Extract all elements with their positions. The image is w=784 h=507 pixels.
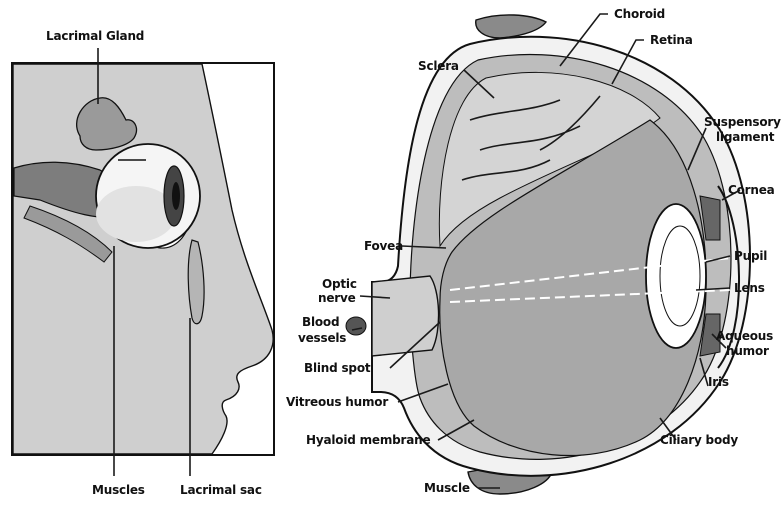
label-lens: Lens (734, 281, 765, 295)
label-sclera: Sclera (418, 59, 459, 73)
label-cornea: Cornea (728, 183, 775, 197)
label-iris: Iris (708, 375, 729, 389)
label-hyaloid-membrane: Hyaloid membrane (306, 433, 430, 447)
label-muscle: Muscle (424, 481, 470, 495)
label-vitreous-humor: Vitreous humor (286, 395, 388, 409)
label-pupil: Pupil (734, 249, 767, 263)
label-blind-spot: Blind spot (304, 361, 371, 375)
label-choroid: Choroid (614, 7, 665, 21)
optic-nerve (372, 276, 439, 356)
label-aqueous-line1: Aqueous (716, 329, 773, 343)
label-ciliary-body: Ciliary body (660, 433, 738, 447)
label-optic-nerve-line2: nerve (318, 291, 356, 305)
label-aqueous-humor: Aqueous humor (716, 329, 777, 358)
label-blood-vessels-line1: Blood (302, 315, 339, 329)
blood-vessel-stub (346, 317, 366, 335)
label-suspensory-line1: Suspensory (704, 115, 781, 129)
label-suspensory-ligament: Suspensory ligament (704, 115, 784, 144)
muscle-top (476, 15, 546, 38)
label-lacrimal-gland: Lacrimal Gland (46, 29, 144, 43)
label-muscles: Muscles (92, 483, 145, 497)
label-blood-vessels: Blood vessels (298, 315, 346, 345)
label-blood-vessels-line2: vessels (298, 331, 346, 345)
label-aqueous-line2: humor (726, 344, 769, 358)
pupil-left (172, 182, 180, 210)
lens (646, 204, 706, 348)
label-lacrimal-sac: Lacrimal sac (180, 483, 262, 497)
eye-cross-section-figure: Choroid Retina Sclera Suspensory ligamen… (286, 7, 784, 495)
label-suspensory-line2: ligament (716, 130, 775, 144)
label-fovea: Fovea (364, 239, 403, 253)
label-optic-nerve: Optic nerve (318, 277, 361, 305)
label-retina: Retina (650, 33, 693, 47)
head-profile-figure: Lacrimal Gland Muscles Lacrimal sac (12, 29, 274, 497)
label-optic-nerve-line1: Optic (322, 277, 357, 291)
